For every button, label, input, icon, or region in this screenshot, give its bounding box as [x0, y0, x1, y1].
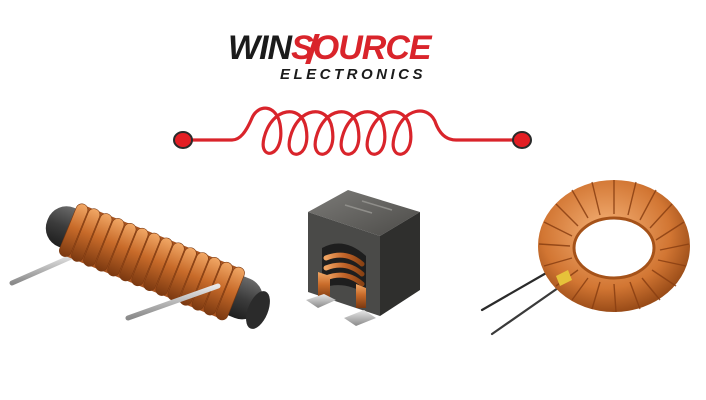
logo-win-text: WIN: [228, 29, 292, 67]
winsource-logo: WINSOURCE ELECTRONICS: [228, 28, 478, 88]
logo-tagline: ELECTRONICS: [280, 66, 427, 83]
toroidal-inductor-icon: [480, 180, 690, 336]
inductor-symbol-icon: [173, 106, 532, 156]
smd-power-inductor-icon: [306, 190, 420, 326]
rod-core-inductor-icon: [9, 203, 270, 329]
